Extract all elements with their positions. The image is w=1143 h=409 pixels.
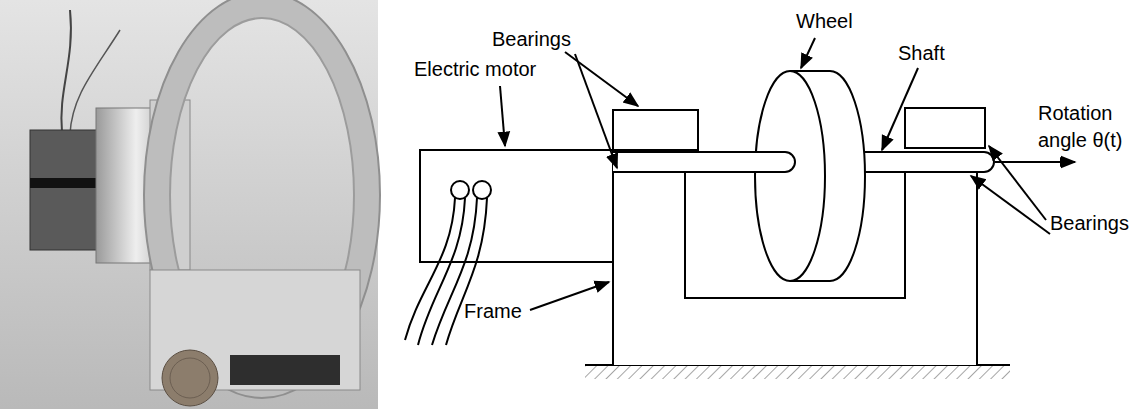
schematic bbox=[405, 38, 1075, 379]
part-label: Bearings bbox=[1050, 210, 1129, 237]
part-label: Rotation angle θ(t) bbox=[1038, 100, 1138, 154]
part-label: Wheel bbox=[796, 8, 853, 35]
part-label: Frame bbox=[464, 298, 522, 325]
part-label: Electric motor bbox=[414, 56, 536, 83]
part-label: Shaft bbox=[898, 40, 945, 67]
part-label: Bearings bbox=[492, 26, 571, 53]
photo bbox=[0, 0, 380, 409]
